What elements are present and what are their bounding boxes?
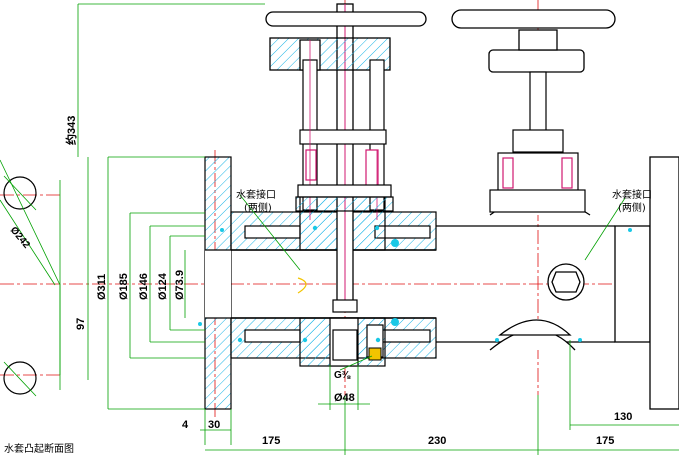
dim-d146: Ø146 <box>138 273 150 300</box>
note-port-left-sub: (两侧) <box>244 201 272 214</box>
right-handwheel <box>451 9 616 73</box>
dim-len230: 230 <box>428 435 446 447</box>
dim-d242: Ø242 <box>8 225 32 251</box>
note-port-left: 水套接口 <box>236 188 276 201</box>
footer-caption: 水套凸起断面图 <box>4 442 74 455</box>
note-port-right: 水套接口 <box>612 188 652 201</box>
cyan-markers <box>198 225 632 343</box>
dim-d124: Ø124 <box>157 272 169 300</box>
left-yoke <box>299 40 387 220</box>
dimension-lines <box>0 3 679 455</box>
dimension-labels: 约343 Ø311 Ø185 Ø146 Ø124 Ø73.9 97 Ø242 Ø… <box>8 116 633 447</box>
dim-g-thread: G⅜ <box>334 370 351 381</box>
dim-w30: 30 <box>208 419 220 431</box>
left-handwheel <box>265 11 427 71</box>
dim-h97: 97 <box>75 318 87 330</box>
dim-len175-right: 175 <box>596 435 614 447</box>
dim-w4: 4 <box>182 419 189 431</box>
dim-d48: Ø48 <box>334 392 355 404</box>
note-port-right-sub: (两侧) <box>618 201 646 214</box>
left-bonnet <box>295 184 394 212</box>
dim-len175-left: 175 <box>262 435 280 447</box>
dim-d311: Ø311 <box>96 274 108 300</box>
highlight-arc <box>297 277 307 294</box>
left-flange-section <box>204 156 232 410</box>
dim-d185: Ø185 <box>118 273 130 300</box>
drain-plug <box>366 324 384 361</box>
dim-len130: 130 <box>614 411 632 423</box>
left-valve-stem <box>332 3 358 361</box>
right-stem <box>489 71 586 213</box>
annotations: 水套接口 (两侧) 水套接口 (两侧) 水套凸起断面图 <box>4 188 652 455</box>
dim-height-overall: 约343 <box>64 116 78 145</box>
dim-d73-9: Ø73.9 <box>174 270 186 300</box>
